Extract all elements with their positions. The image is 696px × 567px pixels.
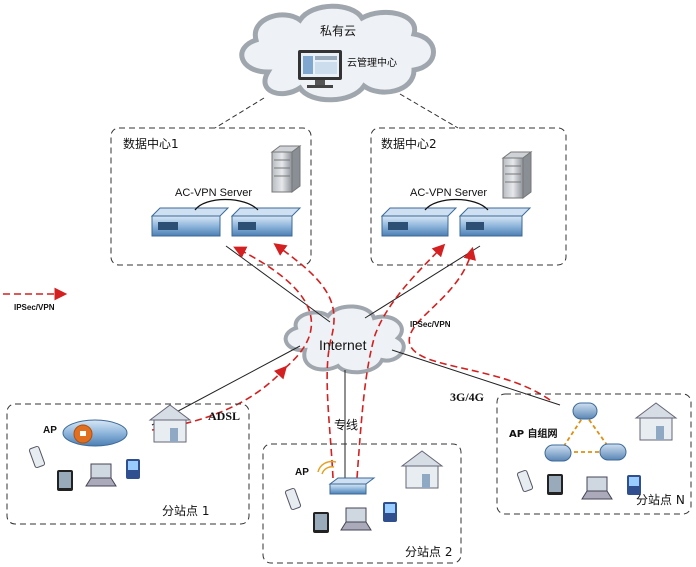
leased-line-label: 专线 — [334, 418, 359, 432]
phone-icon — [516, 469, 534, 493]
datacenter-2-title: 数据中心2 — [381, 137, 437, 151]
cloud-link-dc1 — [214, 97, 265, 129]
ap-node-icon — [599, 443, 627, 461]
ap-node-icon — [544, 444, 572, 462]
datacenter-1-title: 数据中心1 — [123, 137, 179, 151]
ap-node-icon — [572, 402, 598, 420]
branch-2-title: 分站点 2 — [405, 545, 453, 559]
datacenter-2-server-label: AC-VPN Server — [410, 187, 488, 199]
vpn-appliance-icon — [380, 207, 458, 237]
vpn-appliance-icon — [230, 207, 302, 237]
datacenter-1-box — [110, 127, 312, 266]
server-tower-icon — [501, 151, 533, 199]
house-icon — [148, 404, 192, 443]
house-icon — [400, 450, 444, 489]
branch-2-ap-label: AP — [295, 467, 309, 478]
branch-n-title: 分站点 N — [636, 493, 685, 507]
pda-icon — [126, 459, 140, 479]
branch-1-title: 分站点 1 — [162, 504, 210, 518]
cloud-link-dc2 — [399, 93, 459, 129]
wifi-icon — [317, 460, 337, 475]
cloud-title: 私有云 — [320, 24, 357, 38]
branch-2-box — [262, 443, 462, 564]
monitor-icon — [298, 50, 342, 88]
tablet-icon — [57, 470, 73, 491]
vpn-appliance-icon — [150, 207, 230, 237]
internet-cloud — [283, 304, 406, 375]
ap-device-icon — [328, 477, 376, 495]
tablet-icon — [547, 474, 563, 495]
house-icon — [634, 402, 678, 441]
laptop-icon — [340, 507, 372, 531]
ap-router-icon — [62, 419, 128, 447]
ipsec-link-label: IPSec/VPN — [410, 320, 451, 329]
phone-icon — [284, 487, 302, 511]
vpn-appliance-icon — [458, 207, 532, 237]
branch-n-ap-label: AP 自组网 — [509, 429, 558, 440]
network-links — [151, 245, 561, 478]
laptop-icon — [85, 463, 117, 487]
adsl-label: ADSL — [208, 409, 241, 423]
branch-1-box — [6, 403, 250, 525]
phone-icon — [28, 445, 46, 469]
pda-icon — [383, 502, 397, 522]
internet-label: Internet — [319, 337, 367, 353]
branch-1-ap-label: AP — [43, 425, 57, 436]
server-tower-icon — [270, 145, 302, 193]
datacenter-2-box — [370, 127, 567, 266]
tablet-icon — [313, 512, 329, 533]
cloud-center-label: 云管理中心 — [347, 58, 397, 69]
laptop-icon — [581, 476, 613, 500]
pda-icon — [627, 475, 641, 495]
mobile-link-label: 3G/4G — [450, 390, 485, 404]
legend-label: IPSec/VPN — [14, 303, 55, 312]
branch-n-box — [496, 393, 692, 515]
datacenter-1-server-label: AC-VPN Server — [175, 187, 253, 199]
